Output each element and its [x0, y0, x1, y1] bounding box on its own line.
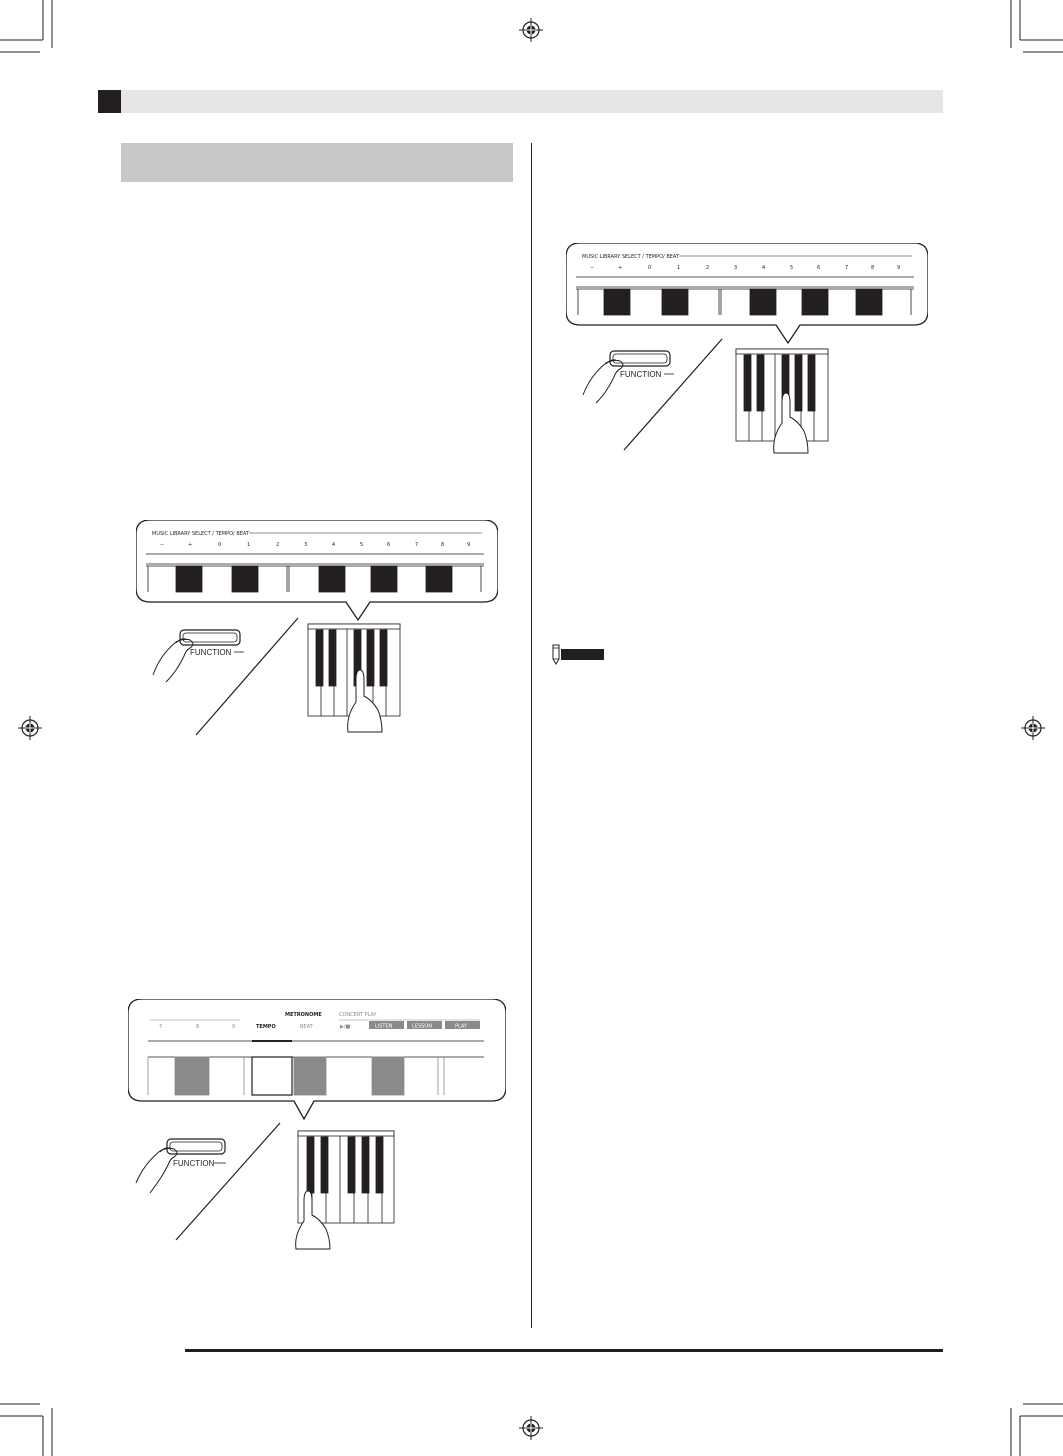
key-label: 3 — [734, 265, 737, 271]
registration-mark-icon — [519, 18, 543, 42]
key-label: 7 — [415, 542, 418, 548]
finger-icon — [295, 1190, 331, 1250]
figure-keyboard-tempo-1: MUSIC LIBRARY SELECT / TEMPO/ BEAT − + 0… — [136, 520, 498, 740]
key-label: 9 — [897, 265, 900, 271]
diagonal-separator — [175, 1122, 281, 1241]
footer-rule — [185, 1349, 943, 1352]
registration-mark-icon — [1021, 716, 1045, 740]
key-label: 8 — [441, 542, 444, 548]
piano-keys — [307, 623, 401, 717]
diagonal-separator — [623, 338, 723, 451]
key-label: 0 — [648, 265, 651, 271]
metronome-label: METRONOME — [285, 1012, 322, 1018]
listen-label: LISTEN — [375, 1024, 393, 1030]
key-label: 3 — [304, 542, 307, 548]
diagonal-separator — [195, 617, 299, 736]
figure-keyboard-metronome: METRONOME CONCERT PLAY 7 8 9 TEMPO BEAT … — [128, 999, 506, 1251]
key-label: 4 — [332, 542, 335, 548]
key-label: − — [590, 265, 594, 271]
keyboard-strip — [577, 288, 912, 316]
key-label: 9 — [232, 1024, 235, 1030]
beat-label: BEAT — [300, 1024, 314, 1030]
function-button[interactable]: FUNCTION — [609, 350, 674, 379]
hand-icon — [582, 359, 624, 404]
function-label: FUNCTION — [620, 370, 662, 379]
pencil-note-icon — [552, 644, 604, 665]
hand-icon — [152, 638, 194, 683]
figure-keyboard-tempo-2: MUSIC LIBRARY SELECT / TEMPO/ BEAT − + 0… — [566, 243, 928, 458]
key-label: 9 — [467, 542, 470, 548]
key-label: 7 — [845, 265, 848, 271]
key-label: 6 — [817, 265, 820, 271]
function-button[interactable]: FUNCTION — [179, 629, 244, 657]
concert-play-label: CONCERT PLAY — [339, 1012, 378, 1018]
key-labels: − + 0 1 2 3 4 5 6 7 8 9 — [160, 542, 470, 548]
registration-mark-icon — [18, 716, 42, 740]
panel-label: MUSIC LIBRARY SELECT / TEMPO/ BEAT — [152, 531, 250, 537]
function-label: FUNCTION — [173, 1159, 215, 1168]
keyboard-strip — [147, 1056, 445, 1096]
key-label: + — [618, 265, 622, 271]
play-stop-label: ▶/■ — [340, 1024, 351, 1030]
key-label: 1 — [247, 542, 250, 548]
key-label: − — [160, 542, 164, 548]
key-label: 5 — [360, 542, 363, 548]
key-label: 7 — [159, 1024, 162, 1030]
key-labels: − + 0 1 2 3 4 5 6 7 8 9 — [590, 265, 900, 271]
lesson-label: LESSON — [412, 1024, 432, 1030]
piano-keys — [735, 348, 829, 442]
key-label: 1 — [677, 265, 680, 271]
key-label: 4 — [762, 265, 765, 271]
tempo-label: TEMPO — [256, 1024, 276, 1030]
header-tab-block — [98, 90, 121, 113]
function-button[interactable]: FUNCTION — [166, 1138, 226, 1168]
key-label: 8 — [871, 265, 874, 271]
registration-mark-icon — [519, 1416, 543, 1440]
panel-label: MUSIC LIBRARY SELECT / TEMPO/ BEAT — [582, 254, 680, 260]
column-divider — [531, 143, 532, 1328]
keyboard-strip — [147, 565, 482, 593]
play-label: PLAY — [455, 1024, 468, 1030]
function-label: FUNCTION — [190, 648, 232, 657]
page-header-bar — [98, 90, 943, 113]
key-label: 0 — [218, 542, 221, 548]
key-label: + — [188, 542, 192, 548]
section-heading-box — [121, 143, 513, 182]
hand-icon — [135, 1147, 178, 1194]
key-label: 6 — [387, 542, 390, 548]
finger-icon — [773, 392, 809, 454]
key-label: 8 — [196, 1024, 199, 1030]
key-label: 2 — [706, 265, 709, 271]
key-label: 2 — [276, 542, 279, 548]
finger-icon — [347, 669, 383, 733]
mode-buttons: LISTEN LESSON PLAY — [369, 1021, 480, 1030]
key-label: 5 — [790, 265, 793, 271]
